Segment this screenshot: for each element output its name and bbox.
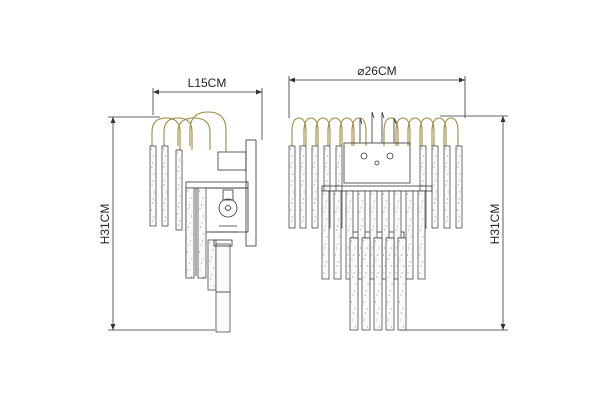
- front-spike: [393, 117, 397, 143]
- front-brass-arc: [327, 117, 343, 146]
- side-crystal-rod: [185, 187, 195, 279]
- side-height-dimension: H31CM: [98, 116, 215, 331]
- front-top-rod: [299, 145, 307, 229]
- front-top-rod: [455, 145, 463, 229]
- front-middle-rod: [357, 190, 366, 280]
- side-depth-label: L15CM: [188, 76, 227, 90]
- front-lower-rod: [361, 237, 371, 331]
- front-brass-arc: [443, 117, 459, 146]
- front-lower-rod: [397, 237, 407, 331]
- front-brass-arc: [407, 117, 423, 146]
- front-middle-rod: [417, 190, 426, 280]
- front-brass-arc: [383, 117, 399, 146]
- front-brass-arc: [291, 117, 307, 146]
- side-crystal-rod: [197, 187, 207, 279]
- front-lower-rod: [373, 237, 383, 331]
- front-height-dimension: H31CM: [400, 115, 508, 331]
- front-lower-rods: [349, 237, 407, 331]
- front-lower-rod: [349, 237, 359, 331]
- side-long-drop: [213, 239, 233, 333]
- front-view: ⌀26CM H31CM: [288, 64, 508, 331]
- front-brass-arc: [419, 117, 435, 146]
- front-middle-rod: [333, 190, 342, 280]
- side-crystal-rod: [161, 145, 169, 227]
- side-bulb-icon: [218, 189, 238, 227]
- front-lower-rod: [385, 237, 395, 331]
- front-top-rod: [311, 145, 319, 229]
- front-diameter-label: ⌀26CM: [357, 64, 396, 78]
- front-middle-rod: [321, 190, 330, 280]
- front-diameter-dimension: ⌀26CM: [288, 64, 466, 118]
- front-brass-arc: [395, 117, 411, 146]
- front-spike: [359, 117, 363, 143]
- side-view: L15CM H31CM: [98, 76, 263, 333]
- side-crystal-rods: [149, 145, 217, 291]
- front-brass-arc: [431, 117, 447, 146]
- front-top-rod: [431, 145, 439, 229]
- side-brass-arcs: [151, 111, 227, 152]
- front-top-rod: [443, 145, 451, 229]
- front-spike: [371, 111, 375, 143]
- front-brass-arc: [339, 117, 355, 146]
- front-middle-rod: [381, 190, 390, 280]
- side-wall-plate: [217, 139, 257, 247]
- side-depth-dimension: L15CM: [152, 76, 263, 140]
- front-middle-rod: [405, 190, 414, 280]
- side-crystal-rod: [149, 145, 157, 227]
- front-top-rod: [288, 145, 296, 229]
- side-height-label: H31CM: [98, 204, 112, 245]
- front-height-label: H31CM: [488, 204, 502, 245]
- front-brass-arc: [315, 117, 331, 146]
- front-middle-rods: [321, 190, 426, 280]
- front-spike: [381, 111, 385, 143]
- front-brass-arc: [351, 117, 367, 146]
- front-brass-arcs: [291, 111, 459, 146]
- side-crystal-rod: [207, 239, 217, 291]
- front-brass-arc: [303, 117, 319, 146]
- side-crystal-rod: [175, 149, 183, 231]
